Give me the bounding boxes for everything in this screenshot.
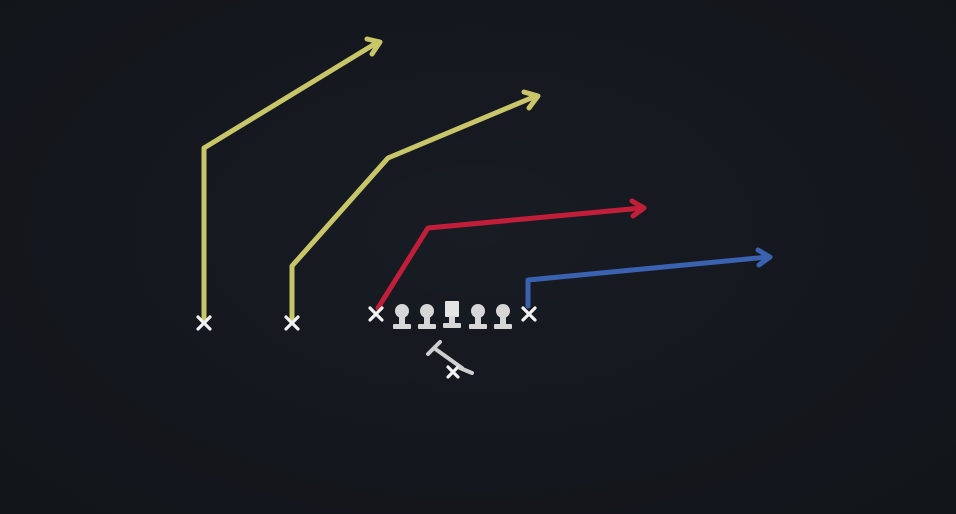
route-wr-outside-left bbox=[201, 39, 381, 321]
x-mark-icon bbox=[284, 315, 300, 331]
lineman-icon bbox=[469, 304, 487, 329]
lineman-icon bbox=[393, 304, 411, 329]
routes bbox=[201, 36, 773, 321]
x-mark-icon bbox=[521, 306, 537, 322]
x-mark-icon bbox=[196, 315, 212, 331]
lineman-icon bbox=[418, 304, 436, 329]
x-mark-icon bbox=[446, 365, 460, 379]
x-mark-icon bbox=[368, 306, 384, 322]
t-mark-icon bbox=[426, 340, 464, 370]
arrowhead-wr-slot-left bbox=[521, 89, 541, 111]
route-wr-slot-left bbox=[289, 93, 539, 321]
offensive-line bbox=[393, 301, 512, 329]
backfield bbox=[426, 340, 474, 379]
route-te-left bbox=[375, 205, 645, 311]
arrowhead-wr-outside-left bbox=[364, 36, 383, 57]
lineman-icon bbox=[494, 304, 512, 329]
route-te-right bbox=[525, 254, 771, 309]
arrowhead-te-right bbox=[755, 247, 773, 268]
arrowhead-te-left bbox=[629, 198, 647, 219]
skill-players bbox=[196, 306, 537, 331]
center-block-icon bbox=[443, 301, 461, 328]
motion-tail bbox=[458, 366, 474, 375]
